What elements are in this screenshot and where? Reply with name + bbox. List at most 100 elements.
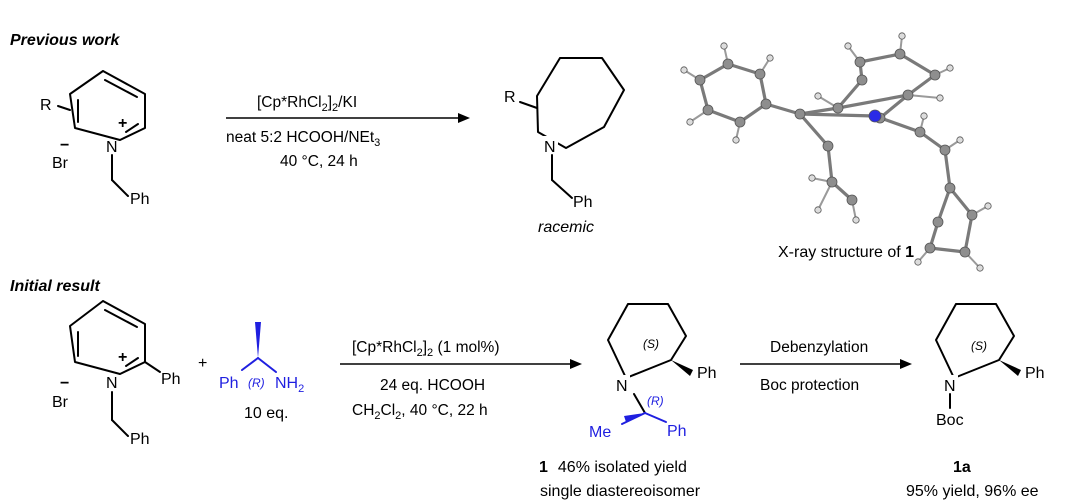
xray-bond (963, 213, 974, 254)
xray-hydrogen-atom (814, 206, 822, 214)
racemic-label: racemic (538, 219, 594, 236)
xray-bond (706, 108, 742, 124)
xray-bond (798, 112, 877, 118)
xray-bond (943, 148, 952, 190)
xray-carbon-atom (734, 116, 746, 128)
s-stereo-label: (S) (643, 337, 659, 351)
wedge-bond (255, 322, 261, 358)
initial-result-heading: Initial result (10, 278, 100, 295)
xray-bond (858, 52, 902, 64)
amine-nh2-label: NH2 (275, 375, 304, 395)
ring-double-bond (104, 79, 138, 98)
xray-carbon-atom (722, 58, 734, 70)
ring-phenyl-label: Ph (697, 365, 717, 382)
bromide-label: Br (52, 394, 69, 411)
phenyl-bond (644, 412, 667, 423)
xray-carbon-atom (932, 216, 944, 228)
minus-charge: − (60, 375, 69, 392)
conditions-catalyst: [Cp*RhCl2]2 (1 mol%) (352, 339, 500, 359)
boc-piperidine-1a: (S) N Ph Boc 1a 95% yield, 96% ee (906, 303, 1045, 500)
xray-hydrogen-atom (766, 54, 774, 62)
phenyl-bond (144, 361, 161, 373)
xray-bond (906, 73, 937, 97)
benzyl-bond (111, 179, 129, 197)
nitrogen-label: N (106, 139, 118, 156)
nitrogen-label: N (616, 378, 628, 395)
xray-bond (878, 93, 910, 120)
xray-hydrogen-atom (956, 136, 964, 144)
ring-double-bond (125, 357, 139, 367)
wedge-bond (671, 360, 693, 376)
amine-equivalents: 10 eq. (244, 405, 288, 422)
xray-hydrogen-atom (920, 112, 928, 120)
nitrogen-label: N (944, 378, 956, 395)
minus-charge: − (60, 137, 69, 154)
product-1a-label: 1a (953, 459, 971, 476)
xray-hydrogen-atom (898, 32, 906, 40)
xray-hydrogen-atom (720, 42, 728, 50)
xray-carbon-atom (754, 68, 766, 80)
r-substituent-label: R (40, 97, 52, 114)
xray-carbon-atom (939, 144, 951, 156)
benzyl-bond (111, 419, 129, 437)
plus-charge: + (118, 115, 127, 132)
xray-carbon-atom (902, 89, 914, 101)
xray-carbon-atom (832, 102, 844, 114)
amine-r-label: (R) (248, 376, 265, 390)
nitrogen-label: N (106, 375, 118, 392)
xray-hydrogen-atom (814, 92, 822, 100)
xray-bond (826, 144, 834, 184)
xray-hydrogen-atom (680, 66, 688, 74)
xray-bond (936, 186, 952, 224)
nitrogen-label: N (544, 139, 556, 156)
conditions-temperature: 40 °C, 24 h (280, 153, 358, 170)
amine-phenyl-label: Ph (219, 375, 239, 392)
xray-bond (798, 112, 830, 148)
xray-bond (928, 246, 967, 254)
xray-hydrogen-atom (808, 174, 816, 182)
xray-carbon-atom (694, 74, 706, 86)
xray-carbon-atom (944, 182, 956, 194)
xray-carbon-atom (929, 69, 941, 81)
methyl-bond (621, 412, 646, 425)
xray-hydrogen-atom (984, 202, 992, 210)
xray-carbon-atom (854, 56, 866, 68)
xray-carbon-atom (760, 98, 772, 110)
piperidine-ring (536, 57, 625, 149)
xray-hydrogen-atom (946, 64, 954, 72)
xray-carbon-atom (966, 209, 978, 221)
phenyl-label: Ph (573, 194, 593, 211)
xray-carbon-atom (924, 242, 936, 254)
xray-hydrogen-atom (936, 94, 944, 102)
previous-work-heading: Previous work (10, 32, 120, 49)
xray-carbon-atom (894, 48, 906, 60)
boc-protection-label: Boc protection (760, 377, 859, 394)
xray-hydrogen-atom (976, 264, 984, 272)
amine-bond (241, 357, 259, 371)
plus-sign: + (198, 355, 207, 372)
xray-carbon-atom (959, 246, 971, 258)
substituent-bond (519, 101, 538, 109)
amine-bond (257, 357, 277, 373)
r-substituent-label: R (504, 89, 516, 106)
side-phenyl-label: Ph (667, 423, 687, 440)
xray-caption: X-ray structure of 1 (778, 244, 914, 261)
substituent-bond (57, 105, 71, 111)
xray-nitrogen-atom (868, 109, 882, 123)
xray-bond (898, 52, 937, 77)
xray-carbon-atom (702, 104, 714, 116)
xray-bond (836, 78, 864, 110)
arrowhead (458, 113, 470, 123)
xray-carbon-atom (856, 74, 868, 86)
xray-hydrogen-atom (844, 42, 852, 50)
xray-carbon-atom (826, 176, 838, 188)
benzyl-bond (551, 179, 573, 199)
xray-hydrogen-atom (852, 216, 860, 224)
plus-charge: + (118, 349, 127, 366)
xray-bond (726, 62, 762, 76)
n-substituent-bond (633, 393, 646, 414)
xray-hydrogen-atom (732, 136, 740, 144)
benzyl-phenyl-label: Ph (130, 431, 150, 448)
methyl-label: Me (589, 424, 611, 441)
